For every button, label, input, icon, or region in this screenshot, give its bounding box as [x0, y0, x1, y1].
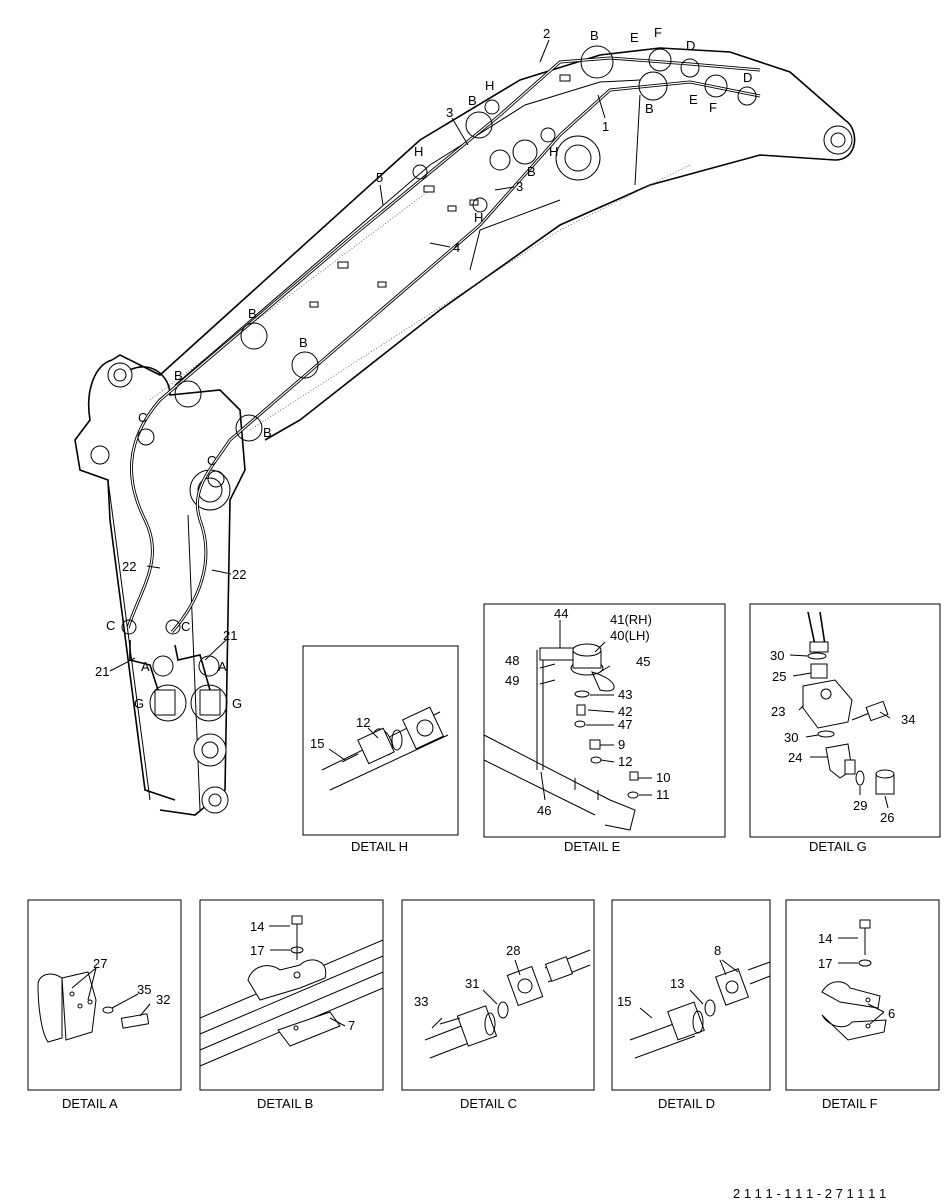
detail-g: 30 25 23 34 30 24 29 26 DETAIL G: [749, 603, 941, 854]
marker-b: B: [174, 368, 183, 383]
label-17: 17: [818, 956, 832, 971]
detail-e: 44 41(RH) 40(LH) 48 49 45 43 42 47 9 12 …: [483, 603, 726, 854]
label-8: 8: [714, 943, 721, 958]
marker-d: D: [686, 38, 695, 53]
detail-a-caption: DETAIL A: [62, 1096, 118, 1111]
marker-g: G: [232, 696, 242, 711]
marker-a: A: [141, 659, 150, 674]
marker-h: H: [414, 144, 423, 159]
label-30: 30: [784, 730, 798, 745]
marker-c: C: [138, 410, 147, 425]
marker-f: F: [654, 25, 662, 40]
label-25: 25: [772, 669, 786, 684]
marker-b: B: [468, 93, 477, 108]
detail-c: 28 31 33 DETAIL C: [401, 899, 595, 1111]
marker-b: B: [527, 164, 536, 179]
label-23: 23: [771, 704, 785, 719]
footer-code: 2 1 1 1 - 1 1 1 - 2 7 1 1 1 1: [733, 1186, 886, 1200]
label-9: 9: [618, 737, 625, 752]
arm-illustration: [74, 47, 856, 816]
label-49: 49: [505, 673, 519, 688]
label-15: 15: [617, 994, 631, 1009]
label-44: 44: [554, 606, 568, 621]
callout-22: 22: [122, 559, 136, 574]
label-13: 13: [670, 976, 684, 991]
label-41: 41(RH): [610, 612, 652, 627]
label-14: 14: [818, 931, 832, 946]
detail-b-caption: DETAIL B: [257, 1096, 313, 1111]
marker-h: H: [549, 144, 558, 159]
marker-e: E: [630, 30, 639, 45]
marker-b: B: [299, 335, 308, 350]
marker-c: C: [181, 619, 190, 634]
marker-b: B: [248, 306, 257, 321]
label-31: 31: [465, 976, 479, 991]
label-7: 7: [348, 1018, 355, 1033]
main-callouts: 2 1 3 3 4 5 22 22 21 21: [95, 26, 609, 679]
callout-2: 2: [543, 26, 550, 41]
detail-h-caption: DETAIL H: [351, 839, 408, 854]
callout-21: 21: [95, 664, 109, 679]
label-40: 40(LH): [610, 628, 650, 643]
label-43: 43: [618, 687, 632, 702]
callout-1: 1: [602, 119, 609, 134]
detail-d-caption: DETAIL D: [658, 1096, 715, 1111]
marker-b: B: [263, 425, 272, 440]
callout-3: 3: [446, 105, 453, 120]
marker-h: H: [485, 78, 494, 93]
detail-g-caption: DETAIL G: [809, 839, 867, 854]
label-27: 27: [93, 956, 107, 971]
marker-g: G: [134, 696, 144, 711]
label-12: 12: [356, 715, 370, 730]
label-15: 15: [310, 736, 324, 751]
marker-c: C: [106, 618, 115, 633]
marker-b: B: [645, 101, 654, 116]
marker-e: E: [689, 92, 698, 107]
label-14: 14: [250, 919, 264, 934]
label-35: 35: [137, 982, 151, 997]
detail-f: 14 17 6 DETAIL F: [785, 899, 940, 1111]
label-47: 47: [618, 717, 632, 732]
detail-d: 8 13 15 DETAIL D: [611, 899, 771, 1111]
label-6: 6: [888, 1006, 895, 1021]
label-10: 10: [656, 770, 670, 785]
label-12: 12: [618, 754, 632, 769]
marker-h: H: [474, 210, 483, 225]
callout-4: 4: [453, 240, 460, 255]
label-29: 29: [853, 798, 867, 813]
callout-5: 5: [376, 170, 383, 185]
label-45: 45: [636, 654, 650, 669]
callout-3: 3: [516, 179, 523, 194]
label-48: 48: [505, 653, 519, 668]
label-42: 42: [618, 704, 632, 719]
label-30: 30: [770, 648, 784, 663]
label-33: 33: [414, 994, 428, 1009]
detail-c-caption: DETAIL C: [460, 1096, 517, 1111]
detail-a: 27 35 32 DETAIL A: [27, 899, 182, 1111]
label-32: 32: [156, 992, 170, 1007]
marker-f: F: [709, 100, 717, 115]
callout-22: 22: [232, 567, 246, 582]
label-26: 26: [880, 810, 894, 825]
callout-21: 21: [223, 628, 237, 643]
label-46: 46: [537, 803, 551, 818]
marker-b: B: [590, 28, 599, 43]
detail-b: 14 17 7 DETAIL B: [199, 899, 384, 1111]
letter-markers: B E F D B E F D H B H B H H B B B B C C …: [106, 25, 752, 711]
marker-d: D: [743, 70, 752, 85]
label-11: 11: [656, 787, 670, 802]
marker-c: C: [207, 453, 216, 468]
label-34: 34: [901, 712, 915, 727]
label-17: 17: [250, 943, 264, 958]
detail-f-caption: DETAIL F: [822, 1096, 878, 1111]
detail-h: 15 12 DETAIL H: [302, 645, 459, 854]
detail-e-caption: DETAIL E: [564, 839, 621, 854]
marker-circles: [121, 45, 757, 722]
label-28: 28: [506, 943, 520, 958]
label-24: 24: [788, 750, 802, 765]
main-leaders: [109, 39, 606, 672]
marker-a: A: [218, 659, 227, 674]
